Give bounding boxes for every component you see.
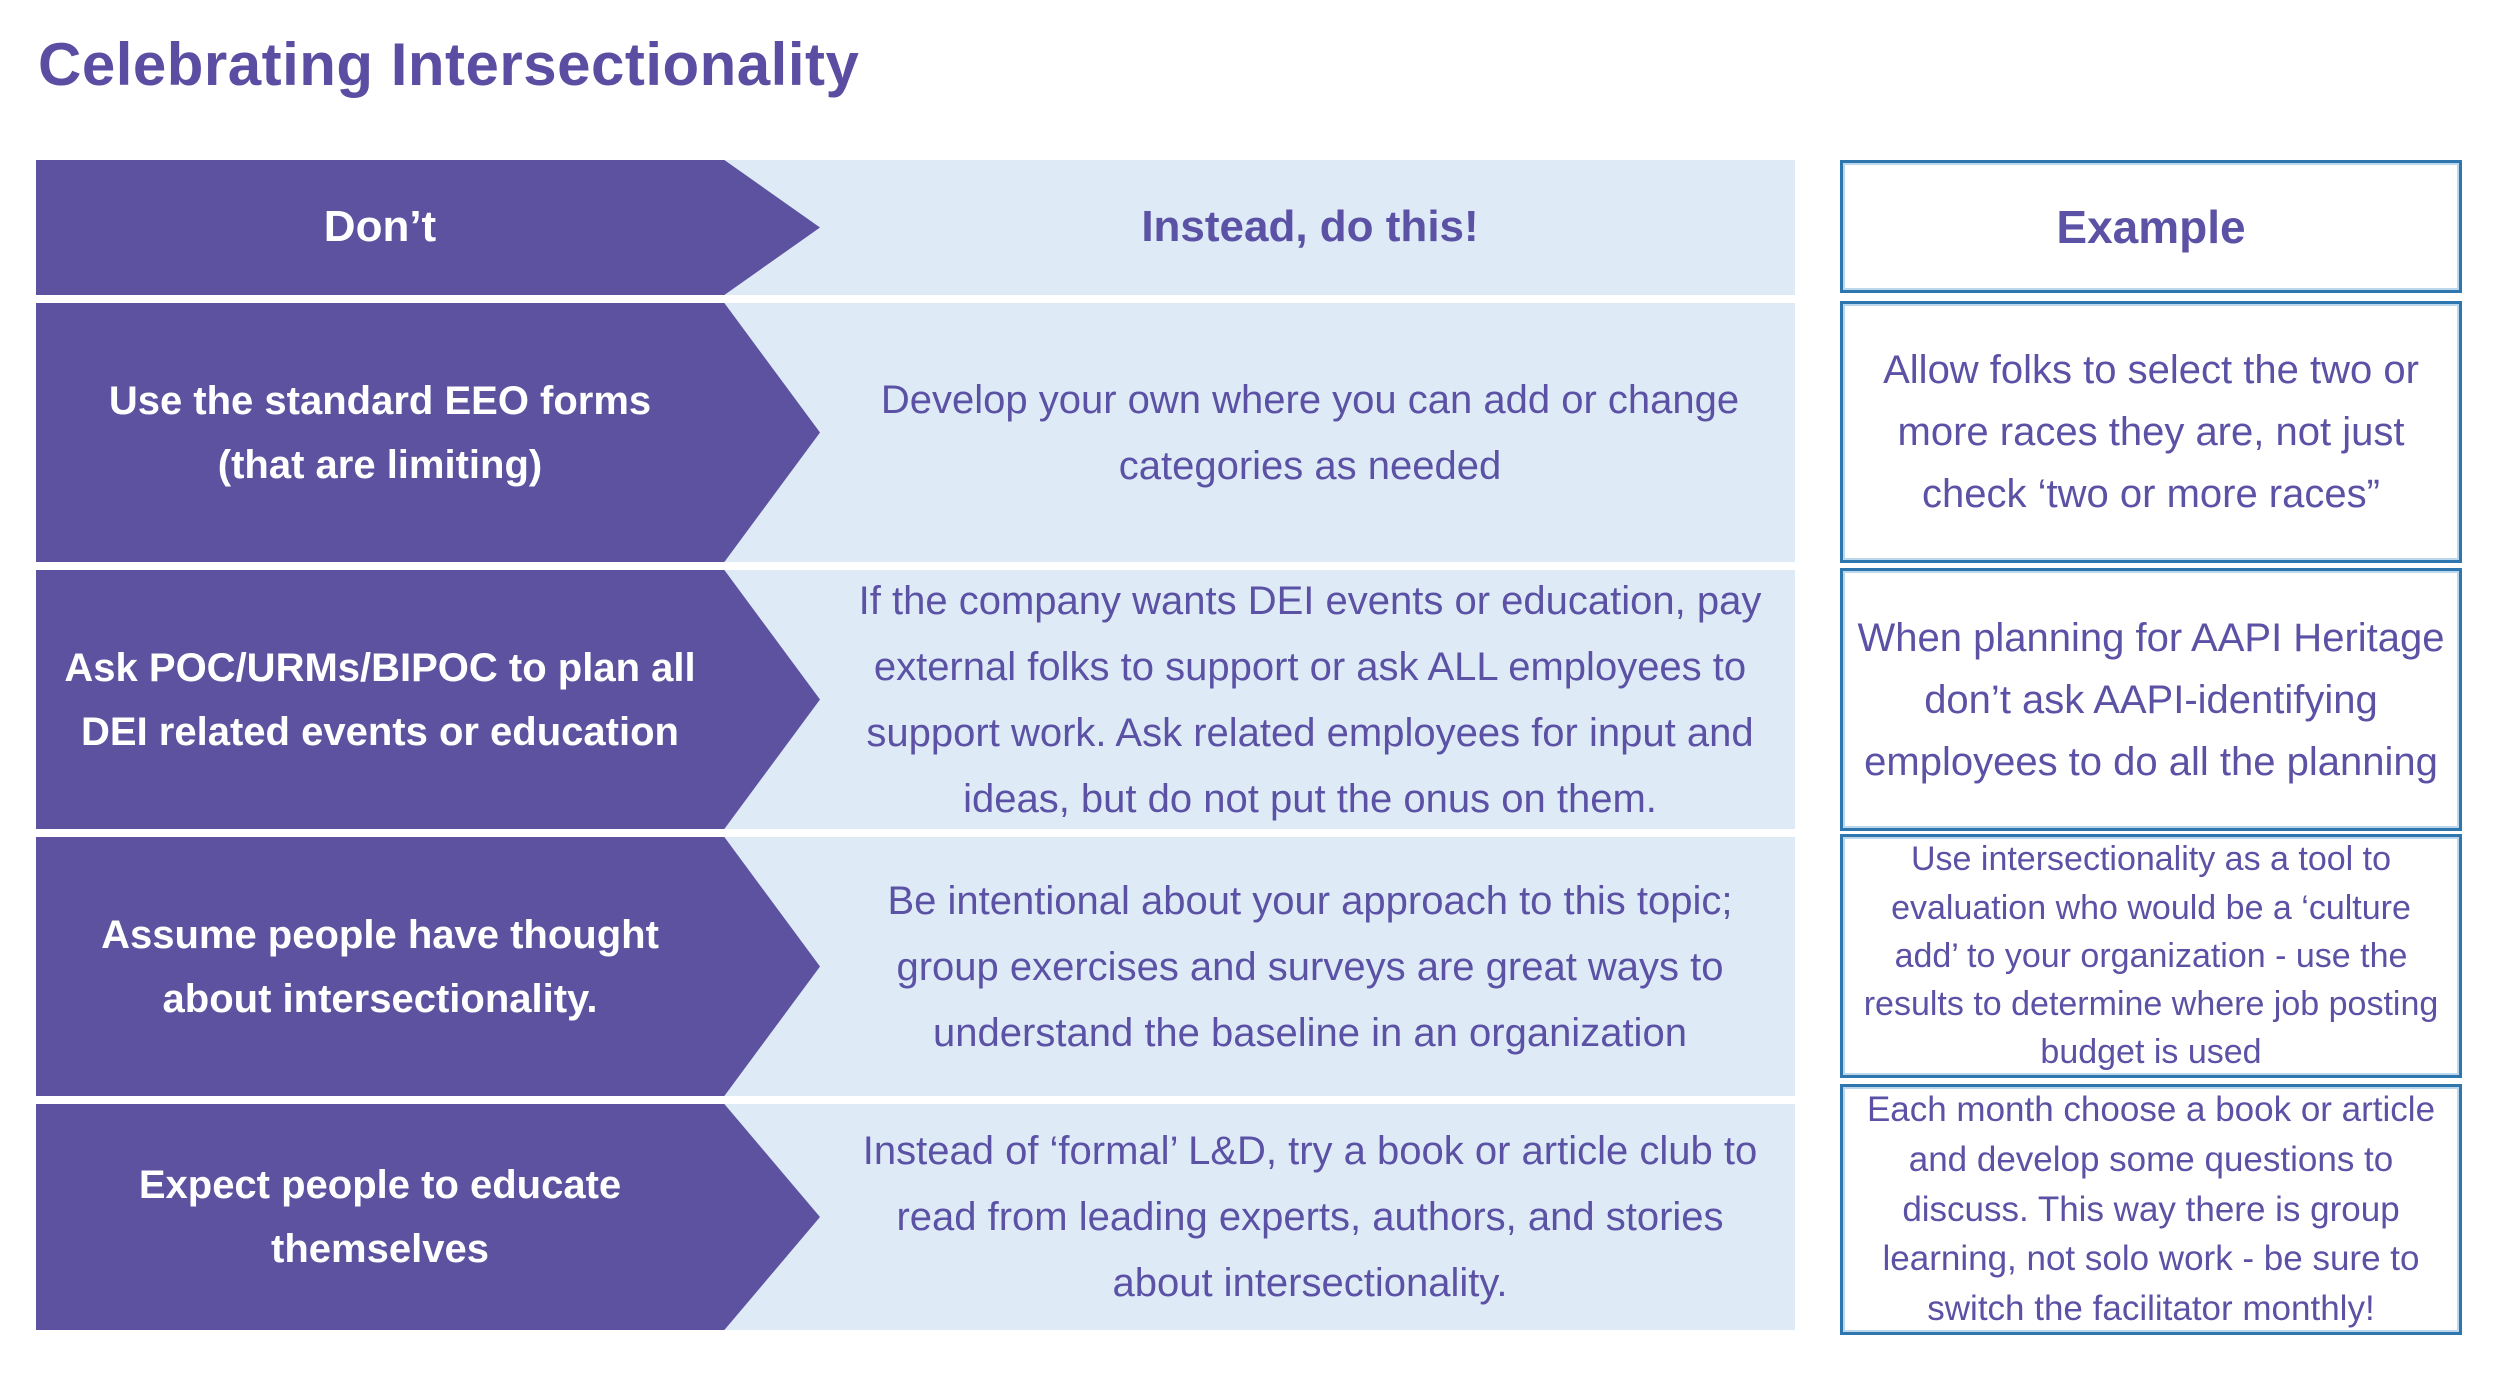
- dont-cell: Expect people to educate themselves: [138, 1163, 622, 1271]
- example-column-header: Example: [1840, 160, 2462, 293]
- table-row: Assume people have thought about interse…: [0, 837, 2500, 1096]
- table-header-row: Don’t Instead, do this!: [0, 160, 2500, 295]
- do-cell: Develop your own where you can add or ch…: [880, 377, 1740, 488]
- example-cell: Use intersectionality as a tool to evalu…: [1840, 834, 2462, 1078]
- dont-cell: Use the standard EEO forms (that are lim…: [108, 378, 652, 487]
- do-cell: If the company wants DEI events or educa…: [858, 578, 1762, 821]
- table-row: Ask POC/URMs/BIPOC to plan all DEI relat…: [0, 570, 2500, 829]
- table-row: Expect people to educate themselves Inst…: [0, 1104, 2500, 1330]
- dont-column-header: Don’t: [323, 202, 437, 252]
- do-column-band: [700, 570, 1795, 829]
- dont-arrow-shape: [36, 303, 820, 562]
- do-column-header: Instead, do this!: [1141, 202, 1479, 252]
- dont-cell: Assume people have thought about interse…: [101, 912, 659, 1021]
- dont-arrow-shape: [36, 837, 820, 1096]
- example-cell: When planning for AAPI Heritage don’t as…: [1840, 568, 2462, 831]
- page-title: Celebrating Intersectionality: [38, 31, 860, 98]
- do-cell: Be intentional about your approach to th…: [887, 878, 1733, 1055]
- do-column-band: [700, 837, 1795, 1096]
- table-row: Use the standard EEO forms (that are lim…: [0, 303, 2500, 562]
- dont-arrow-shape: [36, 1104, 820, 1330]
- do-column-band: [700, 160, 1795, 295]
- dont-arrow-shape: [36, 570, 820, 829]
- example-cell: Allow folks to select the two or more ra…: [1840, 301, 2462, 563]
- do-cell: Instead of ‘formal’ L&D, try a book or a…: [862, 1129, 1758, 1305]
- do-column-band: [700, 303, 1795, 562]
- dont-cell: Ask POC/URMs/BIPOC to plan all DEI relat…: [64, 645, 696, 754]
- dont-arrow-shape: [36, 160, 820, 295]
- do-column-band: [700, 1104, 1795, 1330]
- example-cell: Each month choose a book or article and …: [1840, 1084, 2462, 1335]
